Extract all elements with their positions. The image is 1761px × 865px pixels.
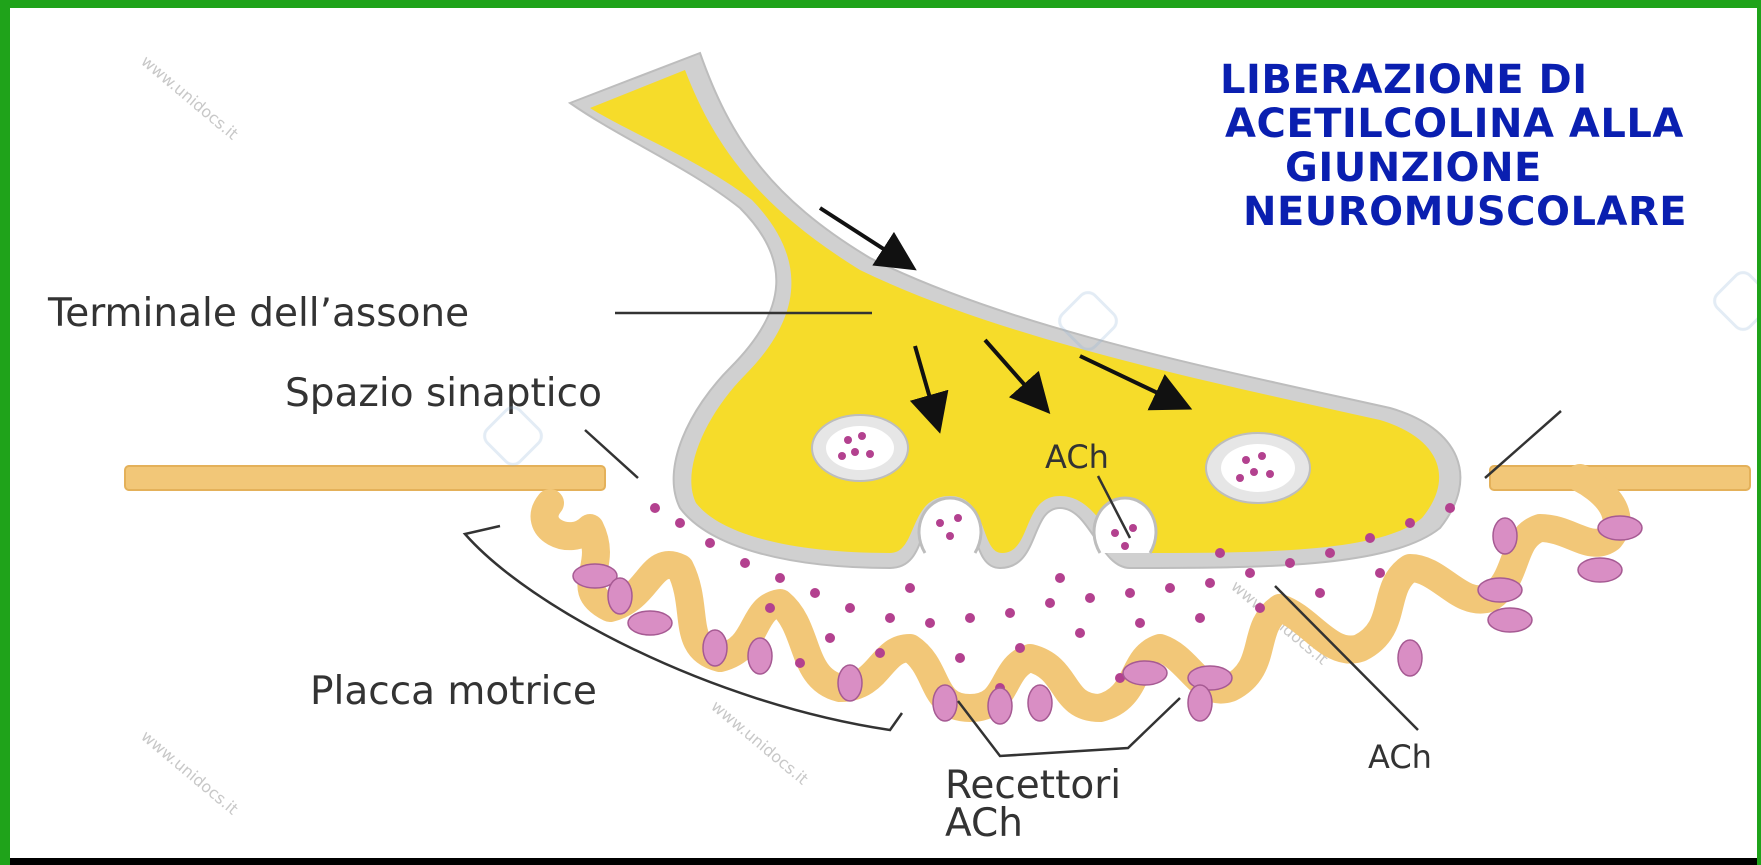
bottom-bar (10, 858, 1757, 865)
synaptic-space-label: Spazio sinaptico (285, 371, 602, 416)
vesicle (812, 415, 908, 481)
muscle-membrane-right (1490, 466, 1750, 490)
exocytosis-site (919, 498, 981, 553)
watermark-text: www.unidocs.it (137, 52, 242, 144)
axon-terminal-label: Terminale dell’assone (47, 291, 469, 336)
slide-title: LIBERAZIONE DI ACETILCOLINA ALLA GIUNZIO… (1205, 58, 1745, 234)
title-line: GIUNZIONE (1285, 146, 1745, 190)
ach-vesicle-label: ACh (1045, 438, 1109, 476)
receptors-label-ach: ACh (945, 801, 1023, 846)
muscle-membrane-left (125, 466, 605, 490)
title-line: NEUROMUSCOLARE (1243, 190, 1745, 234)
ach-cleft-label: ACh (1368, 738, 1432, 776)
watermark-text: www.unidocs.it (137, 727, 242, 819)
exocytosis-site (1094, 498, 1156, 553)
motor-plate-label: Placca motrice (310, 669, 597, 714)
vesicle (1206, 433, 1310, 503)
title-line: ACETILCOLINA ALLA (1225, 102, 1745, 146)
title-line: LIBERAZIONE DI (1220, 58, 1745, 102)
